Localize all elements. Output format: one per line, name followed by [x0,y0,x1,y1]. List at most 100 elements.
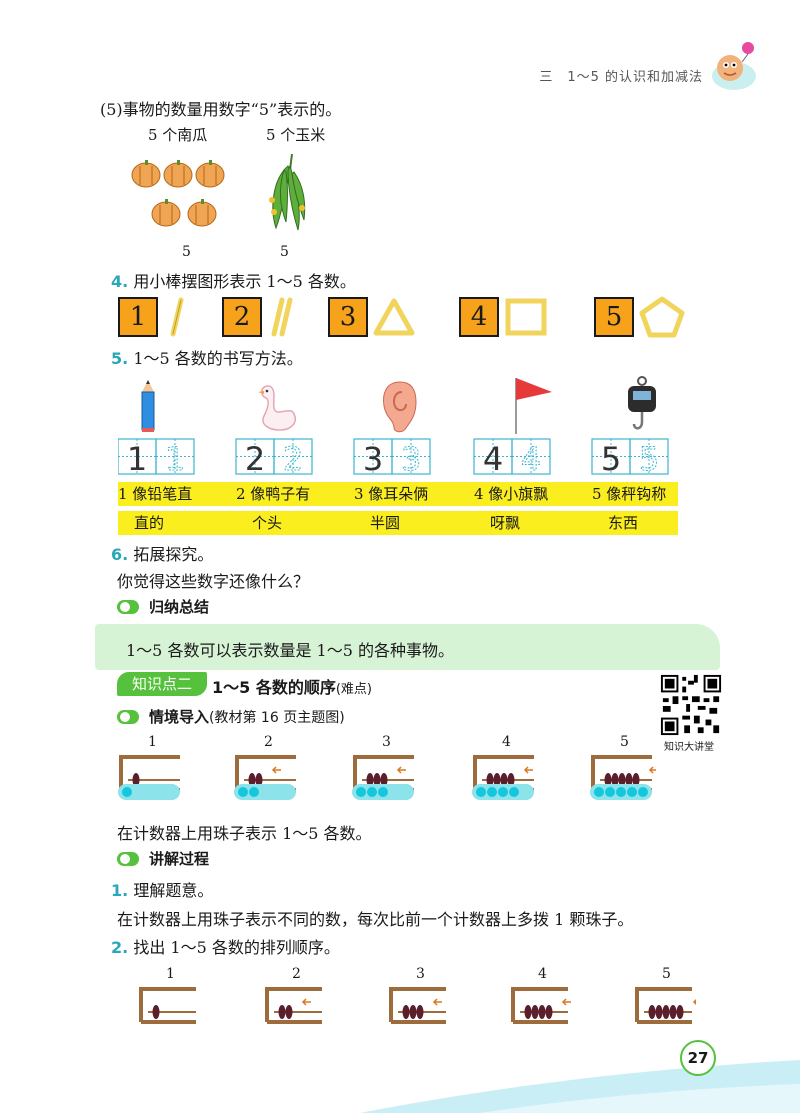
summary-label: 归纳总结 [117,596,209,617]
abacus-bead [409,1005,417,1019]
abacus-bead [500,773,508,787]
scale-hook-icon [628,376,656,430]
abacus-bead [366,773,374,787]
count-dot [378,787,388,797]
abacus-bead [402,1005,410,1019]
counter-frame-icon [511,987,571,1024]
digit-sample-1: 1 [127,440,147,476]
abacus-3: 3 [388,966,450,1036]
abacus-5: 5 [634,966,696,1036]
summary-box [95,624,720,670]
stick-two-icon [271,297,293,337]
abacus-bead [632,773,640,787]
arrow-left-icon [523,766,533,774]
duck-icon [258,385,296,431]
intro-ref: (教材第 16 页主题图) [209,710,345,726]
count-dot [627,787,637,797]
rhyme-1a: 1 像铅笔直 [118,485,193,503]
step1-text: 理解题意。 [133,881,214,900]
digit-box-3: 3 [328,297,368,337]
flag-icon [515,378,552,434]
digit-trace-3: 3 [401,440,421,476]
abacus-4: 4 [510,966,572,1036]
arrow-left-icon [271,766,281,774]
abacus-1: 1 [138,966,200,1036]
digit-sample-2: 2 [245,440,265,476]
dots-bar [234,784,296,800]
digit-sample-4: 4 [483,440,503,476]
abacus-label: 2 [292,966,301,982]
abacus-label: 4 [538,966,547,982]
abacus-label: 4 [502,734,511,750]
abacus-3: 3 [352,734,418,804]
intro-label: 情境导入(教材第 16 页主题图) [117,706,345,727]
abacus-bead [625,773,633,787]
abacus-bead [380,773,388,787]
abacus-bead [611,773,619,787]
summary-text: 1～5 各数可以表示数量是 1～5 的各种事物。 [126,641,454,660]
page-number: 27 [680,1040,716,1076]
item5-number: 5. [111,349,129,368]
abacus-bead [676,1005,684,1019]
abacus-label: 1 [148,734,157,750]
abacus-bead [524,1005,532,1019]
abacus-bead [604,773,612,787]
item6-number: 6. [111,545,129,564]
count-dot [238,787,248,797]
counter-frame-icon [265,987,322,1024]
item4-number: 4. [111,272,129,291]
abacus-bead [152,1005,160,1019]
kp2-title-text: 1～5 各数的顺序 [212,678,336,697]
kp2-title: 1～5 各数的顺序(难点) [212,674,372,698]
intro-caption: 在计数器上用珠子表示 1～5 各数。 [117,824,372,843]
pumpkin-label: 5 个南瓜 [148,126,208,144]
toggle-icon [117,851,139,866]
rhyme-5a: 5 像秤钩称 [592,485,667,503]
pumpkin-count: 5 [182,244,191,260]
ear-icon [383,381,417,433]
count-dot [605,787,615,797]
kp2-badge: 知识点二 [117,672,207,696]
digit-trace-1: 1 [165,440,185,476]
digit-trace-4: 4 [521,440,541,476]
item5-text: 1～5 各数的书写方法。 [133,349,303,368]
digit-box-5: 5 [594,297,634,337]
dots-bar [352,784,414,800]
rhyme-strip-2: 直的 个头 半圆 呀飘 东西 [118,511,678,535]
corn-image [269,153,306,231]
qr-code-icon[interactable] [658,673,724,737]
stick-pentagon-icon [639,296,685,338]
abacus-bead [538,1005,546,1019]
count-dot [367,787,377,797]
pumpkins-image [131,160,225,227]
item6-heading: 6. 拓展探究。 [111,541,213,565]
chapter-header: 三 1～5 的认识和加减法 [539,70,703,85]
abacus-bead [486,773,494,787]
abacus-label: 2 [264,734,273,750]
abacus-2: 2 [264,966,326,1036]
mascot-icon [712,42,756,90]
rhyme-4b: 呀飘 [490,514,521,532]
count-dot [122,787,132,797]
stick-square-icon [505,298,547,336]
abacus-bead [255,773,263,787]
rhyme-strip-1: 1 像铅笔直 2 像鸭子有 3 像耳朵俩 4 像小旗飘 5 像秤钩称 [118,482,678,506]
intro-title: 情境导入 [149,708,210,726]
abacus-2: 2 [234,734,300,804]
counter-frame-icon [139,987,196,1024]
step1-heading: 1. 理解题意。 [111,877,213,901]
abacus-bead [373,773,381,787]
count-dot [498,787,508,797]
item6-text: 拓展探究。 [133,545,214,564]
counter-frame-icon [389,987,446,1024]
count-dot [487,787,497,797]
counter-frame-icon [635,987,696,1024]
qr-caption: 知识大讲堂 [664,742,714,753]
count-dot [616,787,626,797]
step2-number: 2. [111,938,129,957]
arrow-left-icon [396,766,406,774]
